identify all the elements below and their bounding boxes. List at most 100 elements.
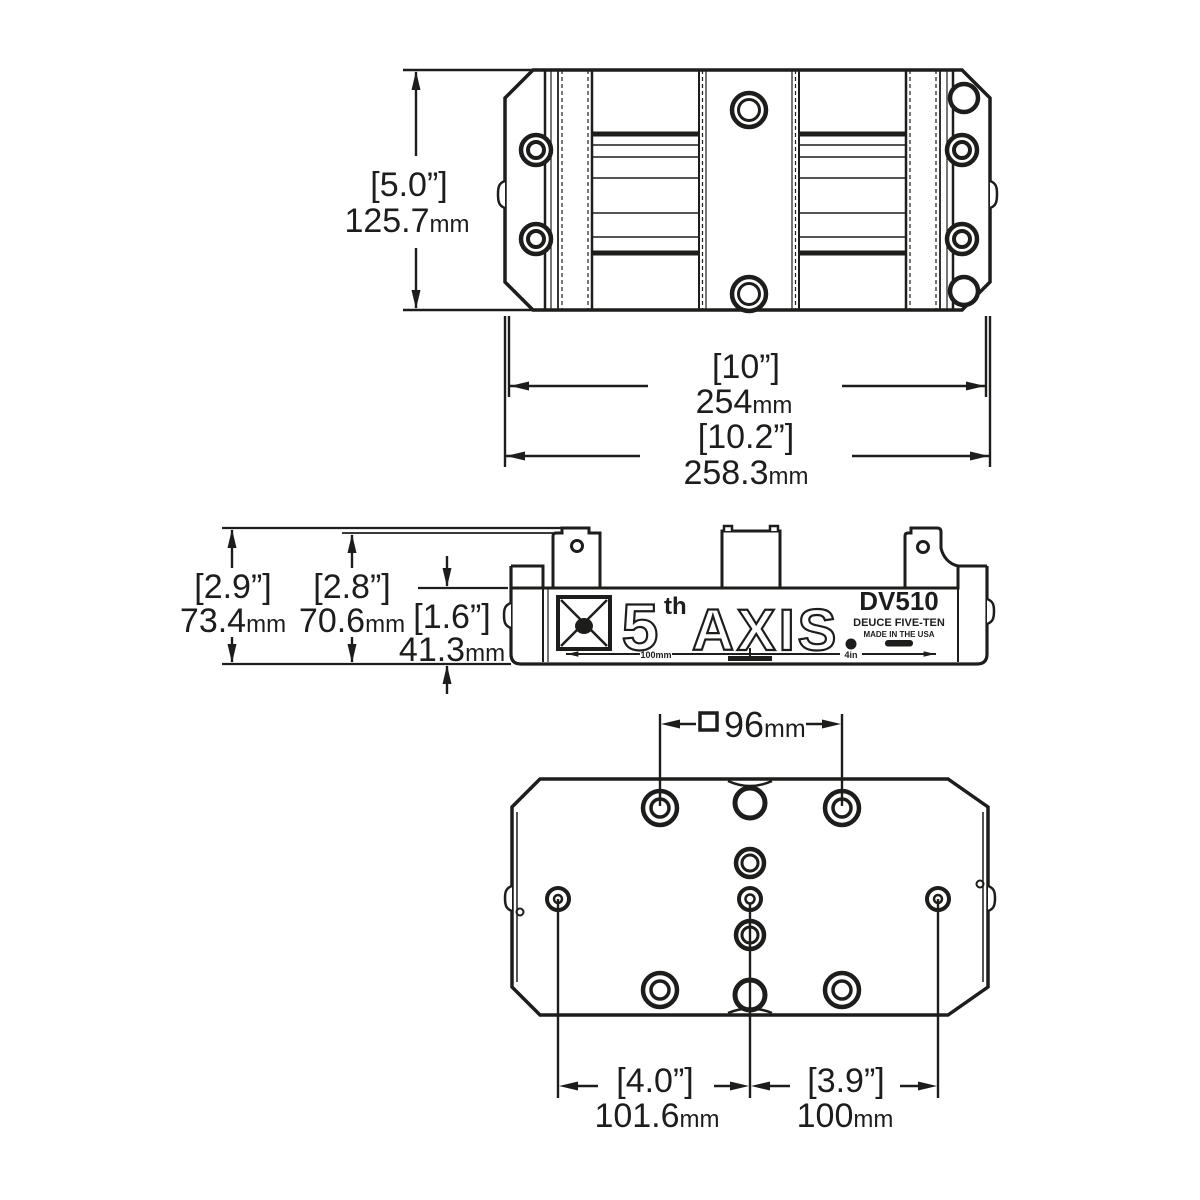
socket-screw-hex [952, 229, 972, 249]
bolt-square-label: 96mm [724, 704, 806, 745]
bottom-right-inch-label: [3.9”] [807, 1062, 884, 1100]
extension-line [503, 316, 992, 467]
top-width-inch-label: [10”] [712, 348, 780, 386]
side-left-jaw [551, 526, 602, 590]
center-hole-bore [737, 282, 761, 306]
arrowhead [751, 1081, 770, 1091]
made-in-badge [885, 640, 913, 647]
top-view-right-tab [989, 179, 999, 210]
top-view-left-tab [496, 179, 506, 210]
socket-screw-hex [952, 140, 972, 160]
dim-side-body-height: [1.6”] 41.3mm [399, 556, 508, 694]
top-height-mm-label: 125.7mm [344, 202, 469, 240]
jaw-hole [916, 540, 930, 554]
top-view-jaw-plate-lines [543, 70, 955, 310]
side-hole-bore [552, 893, 564, 905]
made-in-label: MADE IN THE USA [863, 630, 934, 639]
center-hole [733, 918, 767, 952]
bottom-view [503, 714, 997, 1098]
side-view: 5 th AXIS DV510 DEUCE FIVE-TEN MADE IN T… [502, 524, 996, 666]
scale-left-label: 100mm [640, 650, 671, 660]
engraved-scale: 100mm 4in [566, 648, 936, 661]
top-height-inch-label: [5.0”] [370, 166, 447, 204]
socket-screw-hex [526, 229, 546, 249]
top-width-overall-inch-label: [10.2”] [698, 418, 794, 456]
top-view-slot-lines [592, 131, 906, 256]
side-left-tab [502, 601, 512, 630]
side-body-outline [509, 566, 989, 666]
pin-hole [515, 907, 525, 917]
dowel-hole [947, 274, 981, 308]
dowel-hole [947, 81, 981, 115]
mount-hole-bore [649, 979, 671, 1001]
mount-hole [822, 788, 862, 828]
side-hole-bore [932, 893, 944, 905]
arrowhead [506, 451, 525, 461]
arrowhead [730, 1081, 749, 1091]
extension-line [403, 68, 540, 312]
arrowhead [970, 451, 989, 461]
extension-line [507, 316, 988, 397]
center-hole-bore [740, 925, 760, 945]
arrowhead [442, 568, 452, 587]
bottom-right-tab [987, 884, 997, 913]
scale-center-engraving [728, 656, 772, 661]
side-right-tab [986, 597, 996, 626]
socket-screw-hex [526, 140, 546, 160]
center-hole-bore [737, 98, 761, 122]
arrowhead [227, 529, 237, 548]
side-body-mm-label: 41.3mm [399, 631, 505, 669]
arrowhead [923, 651, 935, 657]
brand-th: th [664, 593, 687, 620]
bottom-left-inch-label: [4.0”] [616, 1062, 693, 1100]
brand-period [845, 638, 857, 650]
dim-top-height: [5.0”] 125.7mm [344, 68, 540, 312]
dim-bolt-square: 96mm [661, 704, 841, 745]
arrowhead [559, 1081, 578, 1091]
square-symbol [698, 711, 719, 732]
arrowhead [822, 719, 841, 729]
top-width-mm-label: 254mm [696, 383, 793, 421]
boss-notch [722, 524, 734, 531]
arrowhead [918, 1081, 937, 1091]
side-jaw-inch-label: [2.8”] [313, 568, 390, 606]
dim-top-width: [10”] 254mm [507, 316, 988, 421]
arrowhead [347, 644, 357, 663]
logo-knob [575, 618, 593, 634]
brand-five: 5 [622, 590, 659, 664]
extension-line [556, 899, 940, 1098]
center-hole [737, 886, 763, 912]
side-overall-inch-label: [2.9”] [194, 568, 271, 606]
side-right-cap [956, 564, 987, 588]
logo-square [556, 595, 612, 651]
arrowhead [411, 71, 421, 90]
side-center-boss [720, 529, 782, 590]
dim-top-width-overall: [10.2”] 258.3mm [503, 316, 992, 492]
bottom-left-tab [503, 884, 513, 913]
pin-hole [975, 879, 985, 889]
arrowhead [966, 381, 985, 391]
dim-bottom-left-span: [4.0”] 101.6mm [559, 1062, 749, 1135]
center-hole-bore [740, 853, 760, 873]
scale-right-label: 4in [844, 650, 857, 660]
bottom-view-holes [515, 785, 985, 1013]
arrowhead [227, 644, 237, 663]
center-hole-bore [744, 893, 756, 905]
model-label: DV510 [859, 586, 939, 616]
arrowhead [347, 534, 357, 553]
side-right-jaw [903, 526, 960, 590]
model-name-label: DEUCE FIVE-TEN [853, 617, 945, 629]
side-left-step [511, 564, 545, 588]
brand-logo: 5 th AXIS [556, 589, 857, 665]
center-hole [733, 846, 767, 880]
side-jaw-mm-label: 70.6mm [299, 602, 405, 640]
arrowhead [661, 719, 680, 729]
mount-hole-bore [649, 797, 671, 819]
locating-boss [732, 785, 768, 821]
bottom-right-mm-label: 100mm [797, 1097, 894, 1135]
dim-bottom-right-span: [3.9”] 100mm [751, 1062, 937, 1135]
bottom-left-mm-label: 101.6mm [594, 1097, 719, 1135]
top-view-fasteners [518, 81, 981, 314]
mount-hole [640, 970, 680, 1010]
